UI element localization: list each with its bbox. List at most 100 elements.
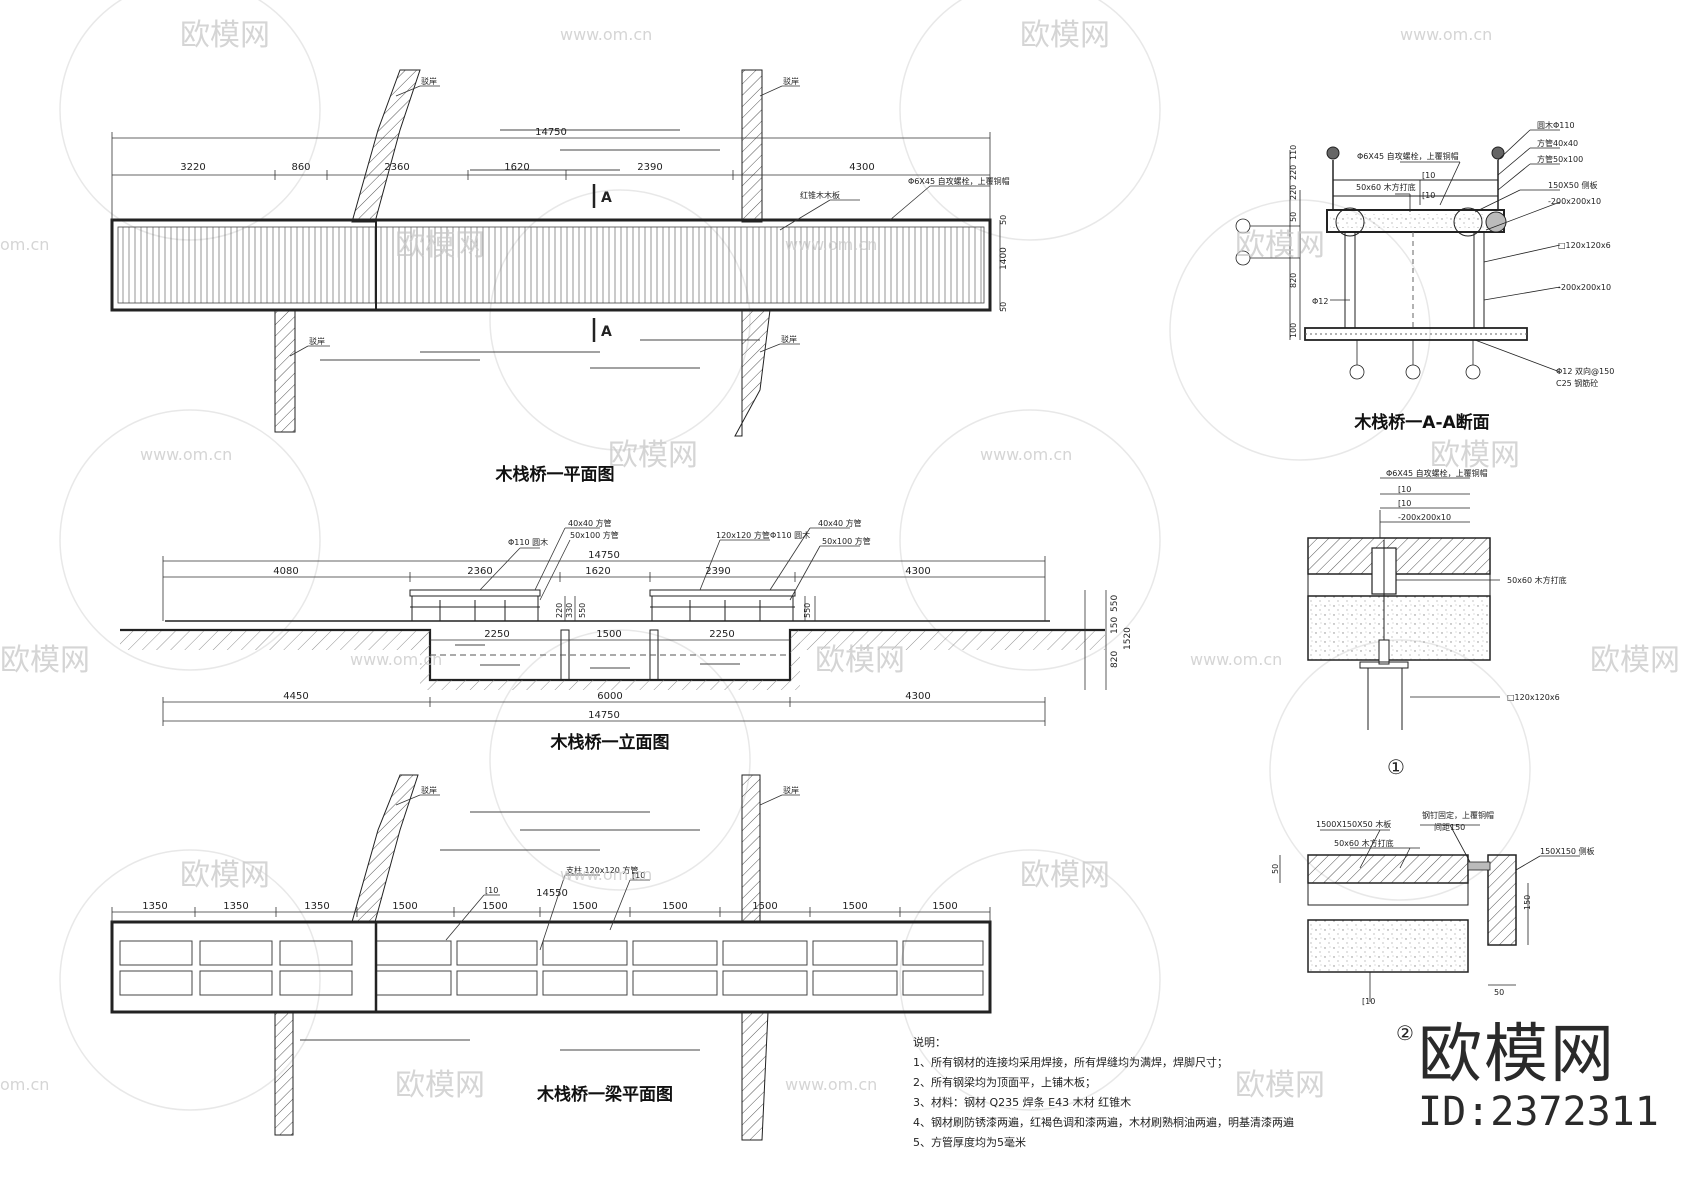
beam-label: [10: [632, 871, 645, 880]
beam-plan-view: [110, 774, 992, 1141]
detail1-label: Φ6X45 自攻螺栓，上覆铜帽: [1386, 468, 1488, 478]
right-bank-lower: [741, 1011, 769, 1141]
plan-texts: 14750 3220 860 2360 1620 2390 4300 1400 …: [180, 77, 1009, 485]
watermark-cn: 欧模网: [1235, 228, 1325, 263]
elev-dim: 4300: [905, 566, 930, 577]
right-bank-lower: [734, 309, 771, 437]
deck-label: 红锥木木板: [800, 190, 840, 200]
plan-dim: 3220: [180, 162, 205, 173]
beam-plan-title: 木栈桥一梁平面图: [536, 1084, 673, 1105]
elev-label: 40x40 方管: [818, 518, 862, 528]
elev-label: 40x40 方管: [568, 518, 612, 528]
rail-dim: 550: [578, 603, 587, 618]
watermark-cn: 欧模网: [1430, 438, 1520, 473]
left-bank-lower: [274, 309, 296, 433]
note-item: 5、方管厚度均为5毫米: [913, 1136, 1026, 1149]
section-label: Φ6X45 自攻螺栓，上覆铜帽: [1357, 151, 1459, 161]
section-texts: 110 220 220 50 820 100 圆木Φ110 方管40x40 方管…: [1289, 120, 1614, 433]
bank-label: 驳岸: [783, 77, 799, 86]
railing-left: [409, 589, 541, 621]
section-title: 木栈桥一A-A断面: [1353, 412, 1489, 433]
detail1-label: [10: [1398, 485, 1411, 494]
right-bank-upper: [741, 774, 761, 923]
detail2-mark: ②: [1396, 1021, 1414, 1045]
detail2-label: 150X150 侧板: [1540, 846, 1595, 856]
rail-dim: 220: [555, 603, 564, 618]
note-item: 3、材料：钢材 Q235 焊条 E43 木材 红锥木: [913, 1096, 1132, 1109]
brand-name: 欧模网: [1418, 1018, 1616, 1092]
watermark-url: www.om.cn: [785, 1075, 877, 1094]
detail1-label: [10: [1398, 499, 1411, 508]
watermark-cn: 欧模网: [1020, 858, 1110, 893]
plan-dim: 2390: [637, 162, 662, 173]
section-label: -200x200x10: [1558, 283, 1611, 292]
watermark-url: www.om.cn: [980, 445, 1072, 464]
elev-right-dim: 150: [1110, 617, 1120, 634]
right-bank-upper: [741, 69, 763, 223]
section-label: Φ12 双向@150: [1556, 366, 1614, 376]
plan-dim: 4300: [849, 162, 874, 173]
detail1-texts: Φ6X45 自攻螺栓，上覆铜帽 [10 [10 -200x200x10 50x6…: [1386, 468, 1567, 779]
elev-total-dim: 14750: [588, 550, 620, 561]
section-dim: 110: [1289, 145, 1298, 160]
rail-dim: 550: [803, 603, 812, 618]
beam-total-dim: 14550: [536, 888, 568, 899]
section-label: Φ12: [1312, 297, 1328, 306]
ground-right: [790, 630, 1105, 650]
section-label: 50x60 木方打底: [1356, 182, 1416, 192]
detail2-dim: 50: [1271, 864, 1280, 874]
watermark-cn: 欧模网: [180, 858, 270, 893]
watermark-cn: 欧模网: [1590, 643, 1680, 678]
watermark-layer: [59, 0, 1531, 1111]
note-item: 2、所有钢梁均为顶面平，上铺木板；: [913, 1076, 1096, 1089]
elevation-texts: 14750 4080 2360 1620 2390 4300 2250 1500…: [273, 518, 1133, 753]
elevation-title: 木栈桥一立面图: [550, 732, 670, 753]
watermark-cn: 欧模网: [0, 643, 90, 678]
section-label: 150X50 侧板: [1548, 180, 1597, 190]
beam-texts: 14550 1350 1350 1350 1500 1500 1500 1500…: [142, 786, 957, 1105]
beam-dim: 1500: [572, 901, 597, 912]
left-bank-upper: [351, 69, 421, 223]
plan-dim: 1620: [504, 162, 529, 173]
brand-id: ID:2372311: [1418, 1089, 1659, 1135]
section-label: 方管50x100: [1537, 154, 1583, 164]
bank-label: 驳岸: [781, 335, 797, 344]
section-mark-bottom: A: [601, 324, 612, 340]
elev-label: Φ110 圆木: [508, 537, 548, 547]
elevation-view: [120, 527, 1107, 726]
section-label: [10: [1422, 171, 1435, 180]
elev-dim: 2360: [467, 566, 492, 577]
watermark-cn: 欧模网: [1020, 18, 1110, 53]
section-label: C25 钢筋砼: [1556, 378, 1598, 388]
elev-dim: 4080: [273, 566, 298, 577]
section-dim: 820: [1289, 273, 1298, 288]
rail-dim: 330: [565, 603, 574, 618]
detail1-label: □120x120x6: [1507, 693, 1560, 702]
watermark-url: om.cn: [0, 235, 49, 254]
ground-left: [120, 630, 430, 650]
watermark-url: www.om.cn: [140, 445, 232, 464]
plan-dim: 860: [291, 162, 310, 173]
beam-dim: 1500: [392, 901, 417, 912]
left-bank-upper: [351, 774, 419, 923]
bank-label: 驳岸: [421, 77, 437, 86]
watermark-cn: 欧模网: [395, 1068, 485, 1103]
section-dim: 220: [1289, 165, 1298, 180]
beam-dim: 1500: [482, 901, 507, 912]
note-item: 4、钢材刷防锈漆两遍，红褐色调和漆两遍，木材刷熟桐油两遍，明基清漆两遍: [913, 1116, 1294, 1129]
watermark-texts: 欧模网 欧模网 www.om.cn www.om.cn 欧模网 欧模网 om.c…: [0, 18, 1680, 1103]
elev-dim: 2390: [705, 566, 730, 577]
beam-span-dim: 2250: [709, 629, 734, 640]
detail2-dim: 50: [1494, 988, 1504, 997]
watermark-cn: 欧模网: [815, 643, 905, 678]
watermark-url: om.cn: [0, 1075, 49, 1094]
beam-span-dim: 2250: [484, 629, 509, 640]
watermark-url: www.om.cn: [1400, 25, 1492, 44]
plan-dim: 2360: [384, 162, 409, 173]
beam-dim: 1500: [842, 901, 867, 912]
railing-right: [649, 589, 796, 621]
detail2-label: 钢钉固定，上覆铜帽: [1422, 810, 1494, 820]
watermark-rings: [59, 0, 1531, 1111]
elev-dim: 1620: [585, 566, 610, 577]
beam-dim: 1500: [752, 901, 777, 912]
